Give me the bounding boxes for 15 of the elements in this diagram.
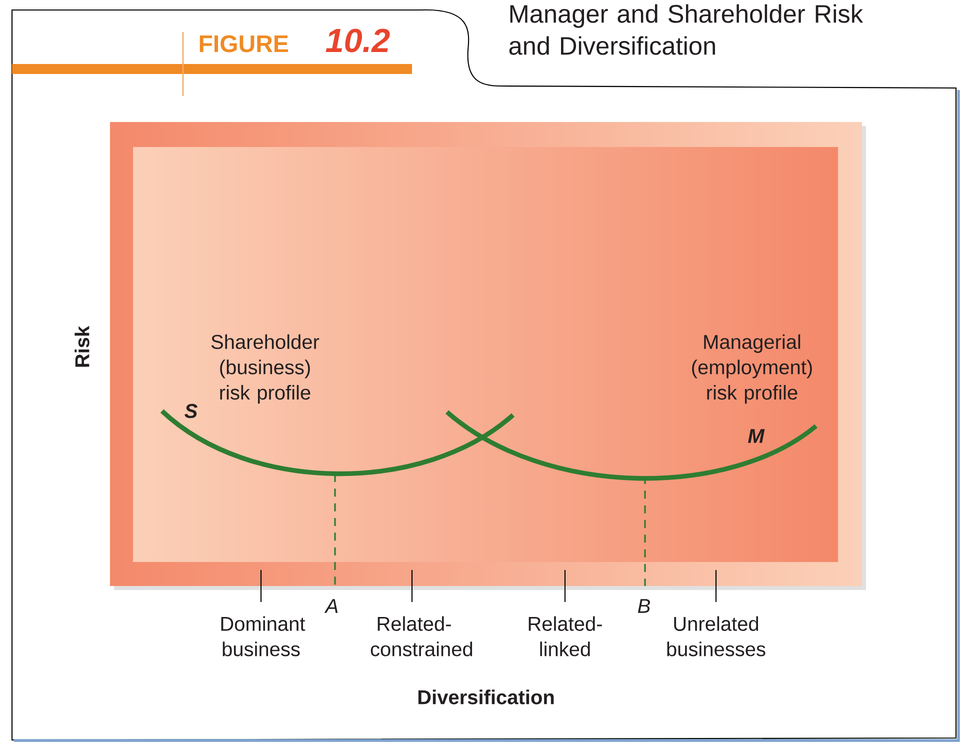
curve-letter: M [748, 429, 765, 443]
category-label: Related-linked [528, 616, 602, 656]
category-label: Related-constrained [370, 616, 472, 656]
title-text: Manager and Shareholder Risk and Diversification [509, 4, 864, 55]
curve-label: Shareholder (business) risk profile [211, 334, 320, 404]
figure-number: 10.2 [326, 28, 390, 52]
category-label: Dominant business [221, 616, 306, 656]
point-label: A [324, 599, 338, 613]
curve-letter: S [184, 404, 198, 418]
category-label: Unrelated businesses [667, 616, 766, 656]
axis-label: Diversification [418, 690, 554, 704]
curve-label: Managerial (employment) risk profile [692, 334, 812, 404]
figure-label: FIGURE [200, 35, 288, 52]
point-label: B [638, 599, 650, 613]
axis-label: Risk [74, 326, 90, 367]
